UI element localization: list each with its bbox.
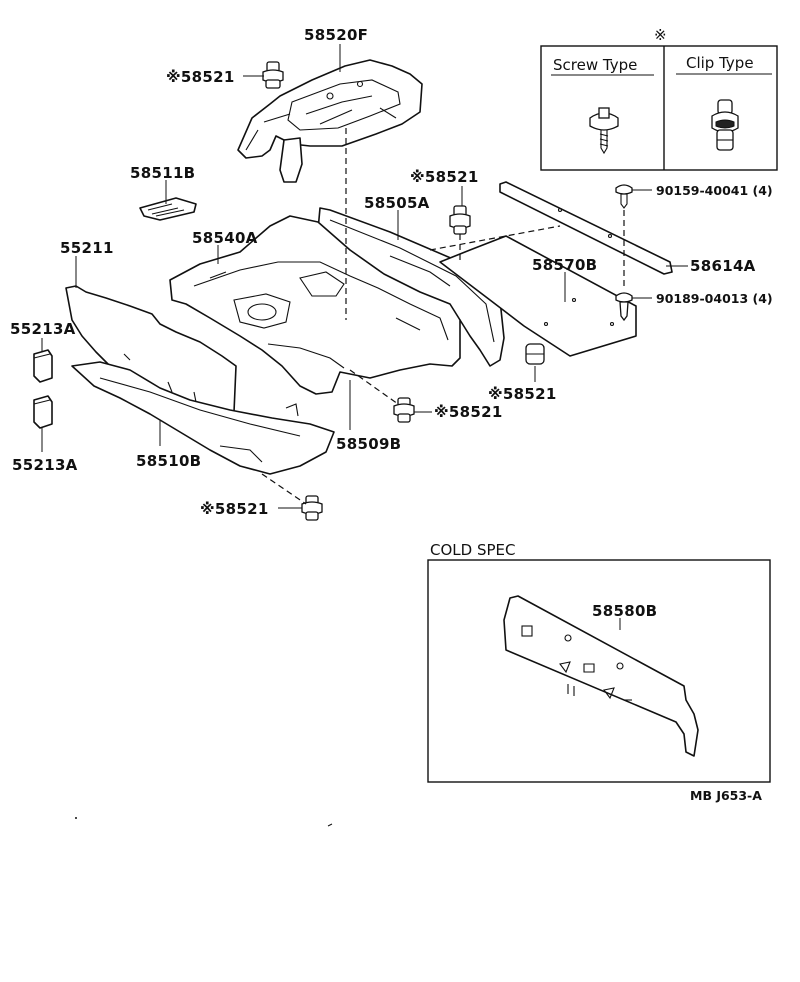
label-58570B: 58570B bbox=[532, 256, 597, 274]
legend-frame bbox=[540, 45, 778, 171]
clip-58521-center bbox=[393, 397, 415, 423]
label-58521-center: ※58521 bbox=[434, 403, 503, 421]
cold-spec-title: COLD SPEC bbox=[430, 541, 515, 559]
clip-58521-top bbox=[262, 61, 284, 89]
part-58520F-panel bbox=[237, 59, 423, 183]
leader-lines bbox=[41, 44, 688, 509]
part-58580B-panel bbox=[503, 595, 699, 757]
label-58511B: 58511B bbox=[130, 164, 195, 182]
legend-mark: ※ bbox=[654, 26, 667, 44]
label-58521-top: ※58521 bbox=[166, 68, 235, 86]
cold-spec-section: COLD SPEC 58580B bbox=[427, 541, 771, 783]
fastener-type-legend: ※ Screw Type Clip Type bbox=[540, 26, 778, 171]
pad-55213A-lower bbox=[33, 395, 53, 429]
part-58614A-strip bbox=[499, 181, 673, 275]
clip-58521-right bbox=[525, 343, 545, 365]
screw-fastener-icon bbox=[589, 107, 619, 155]
part-58540A-floor bbox=[169, 215, 461, 395]
label-55211: 55211 bbox=[60, 239, 114, 257]
clip-58521-bottom bbox=[301, 495, 323, 521]
label-58510B: 58510B bbox=[136, 452, 201, 470]
label-58580B: 58580B bbox=[592, 602, 657, 620]
label-58540A: 58540A bbox=[192, 229, 258, 247]
cold-spec-frame bbox=[427, 559, 771, 783]
label-90159: 90159-40041 (4) bbox=[656, 183, 773, 198]
part-58570B-sheet bbox=[439, 235, 637, 357]
label-55213A-upper: 55213A bbox=[10, 320, 76, 338]
label-58521-bottom: ※58521 bbox=[200, 500, 269, 518]
label-58505A: 58505A bbox=[364, 194, 430, 212]
diagram-code: MB J653-A bbox=[690, 788, 762, 803]
clip-90189 bbox=[615, 292, 633, 322]
label-90189: 90189-04013 (4) bbox=[656, 291, 773, 306]
label-58614A: 58614A bbox=[690, 257, 756, 275]
label-58521-rail: ※58521 bbox=[410, 168, 479, 186]
clip-58521-rail bbox=[449, 205, 471, 235]
label-58509B: 58509B bbox=[336, 435, 401, 453]
clip-fastener-icon bbox=[711, 99, 739, 151]
part-58511B-pad bbox=[139, 197, 197, 221]
legend-screw-type: Screw Type bbox=[553, 56, 637, 74]
assembly-lines bbox=[261, 128, 625, 505]
legend-clip-type: Clip Type bbox=[686, 54, 754, 72]
screw-90159 bbox=[615, 184, 633, 209]
label-55213A-lower: 55213A bbox=[12, 456, 78, 474]
label-58520F: 58520F bbox=[304, 26, 368, 44]
label-58521-right: ※58521 bbox=[488, 385, 557, 403]
part-55211-insulator bbox=[65, 285, 237, 419]
part-58510B-carpet bbox=[71, 361, 335, 475]
pad-55213A-upper bbox=[33, 349, 53, 383]
